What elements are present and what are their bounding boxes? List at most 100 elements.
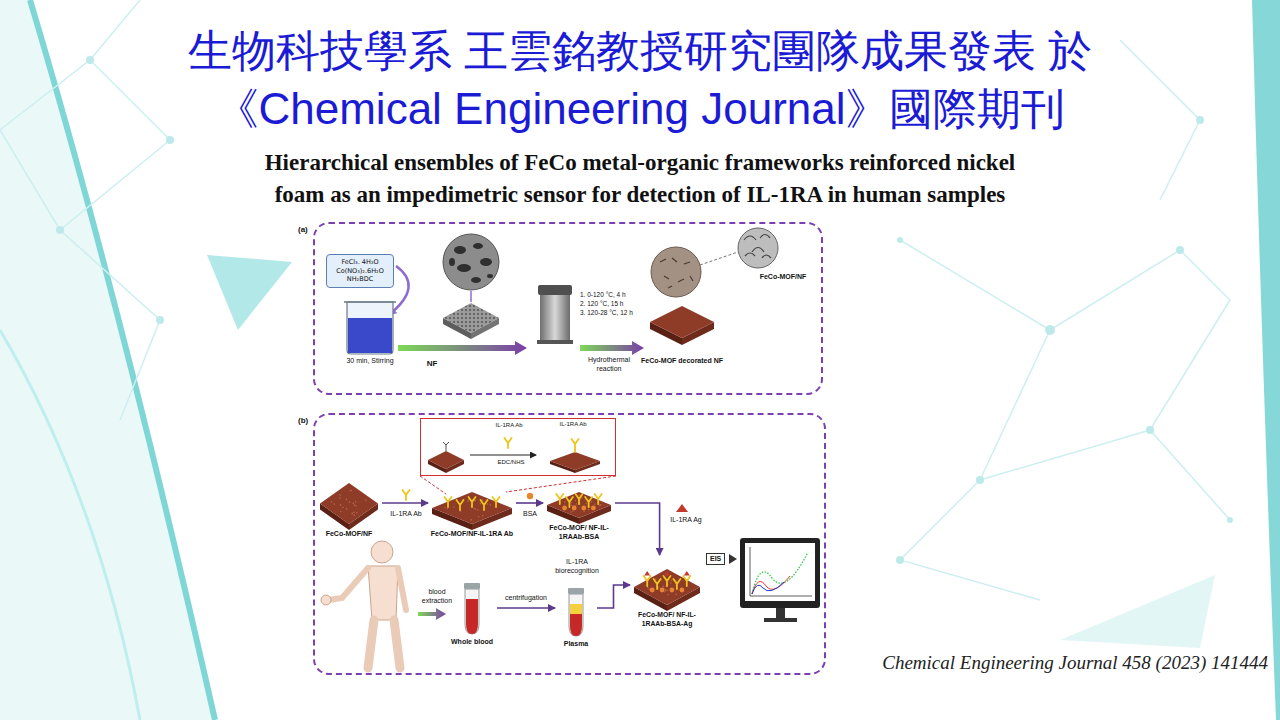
plate-texture	[482, 515, 484, 517]
plate-texture	[663, 585, 665, 587]
autoclave	[540, 295, 570, 341]
nickel-foam	[443, 303, 499, 333]
beaker	[348, 318, 392, 353]
person	[368, 620, 400, 668]
plate-texture	[346, 508, 348, 510]
citation-caption: Chemical Engineering Journal 458 (2023) …	[882, 651, 1268, 675]
plate-texture	[355, 505, 357, 507]
zoom-box: IL-1RA AbEDC/NHSIL-1RA Ab	[420, 418, 616, 476]
plate-texture	[470, 519, 472, 521]
callout-lines	[420, 476, 446, 494]
callout-lines	[420, 476, 616, 494]
slide-title: 生物科技學系 王雲銘教授研究團隊成果發表 於《Chemical Engineer…	[140, 22, 1140, 138]
plate-texture	[578, 494, 580, 496]
electrode-label: FeCo-MOF/NF-IL-1RA Ab	[428, 530, 516, 539]
tube-cap	[568, 588, 584, 594]
plate-texture	[353, 514, 355, 516]
plate-texture	[342, 507, 344, 509]
person	[321, 541, 406, 668]
teal-triangle	[207, 255, 292, 330]
reagent-box: FeCl₃. 4H₂O Co(NO₃)₂.6H₂O NH₂BDC	[326, 254, 394, 288]
plasma-fill	[570, 604, 582, 614]
network-lines	[60, 230, 160, 420]
network-dots	[166, 136, 174, 144]
antibody-icon	[457, 500, 464, 510]
network-dots	[897, 237, 903, 243]
tube-label: Whole blood	[447, 638, 497, 647]
network-dots	[86, 56, 94, 64]
sem-image	[443, 234, 499, 290]
network-lines	[90, 0, 140, 60]
plate-texture	[352, 513, 354, 515]
coupling-scheme	[550, 452, 600, 470]
network-dots	[1196, 116, 1204, 124]
plate-texture	[570, 511, 572, 513]
coupling-scheme	[572, 439, 579, 452]
plate-texture	[331, 501, 333, 503]
tube-graphic	[555, 588, 597, 640]
plate-texture	[354, 504, 356, 506]
plate-texture	[591, 501, 593, 503]
process-arrow	[398, 341, 527, 355]
coupling-scheme	[505, 438, 512, 448]
left-swoosh	[0, 0, 215, 720]
network-dots	[896, 556, 904, 564]
plate-texture	[575, 500, 577, 502]
antibody-icon	[566, 497, 573, 507]
edge-label: BSA	[517, 510, 543, 519]
plate-texture	[340, 504, 342, 506]
network-lines	[1120, 40, 1200, 200]
beaker	[344, 302, 396, 354]
connector-arrow	[382, 502, 428, 504]
person	[368, 566, 398, 620]
callout-lines	[506, 476, 616, 492]
reagent-text: IL-1RA Ab	[487, 422, 531, 429]
connector-arrow	[516, 502, 543, 504]
monitor	[745, 543, 815, 601]
electrode-graphic	[630, 555, 704, 611]
step-label: 1. 0-120 °C, 4 h	[580, 291, 650, 299]
sem-image	[471, 277, 481, 283]
electrode-label: FeCo-MOF/ NF-IL-1RAAb-BSA-Ag	[630, 611, 704, 628]
edge-label: IL-1RA Ag	[664, 516, 708, 525]
bsa-icon	[562, 506, 567, 511]
plate-texture	[655, 578, 657, 580]
reagent-icons	[527, 493, 533, 499]
plate-texture	[480, 503, 482, 505]
panel-letter: (a)	[298, 225, 308, 235]
step-label: 2. 120 °C, 15 h	[580, 300, 650, 308]
monitor	[740, 538, 820, 622]
plate-texture	[349, 501, 351, 503]
plate-texture	[671, 579, 673, 581]
bsa-icon	[650, 588, 655, 593]
sensor-electrode: FeCo-MOF/NF	[316, 480, 382, 539]
plate-texture	[581, 497, 583, 499]
tube-label: Plasma	[555, 640, 597, 649]
plate-texture	[583, 511, 585, 513]
electrode-graphic	[543, 478, 615, 524]
process-label: blood extraction	[414, 588, 460, 605]
plate-texture	[664, 591, 666, 593]
antibody-icon	[585, 497, 592, 507]
sem-image	[454, 246, 466, 254]
eis-text: EIS	[710, 555, 721, 563]
mof-decorated-foam	[738, 228, 778, 268]
sem-image	[487, 274, 493, 278]
step-label: 3. 120-28 °C, 12 h	[580, 309, 650, 317]
plate-texture	[564, 501, 566, 503]
mof-decorated-foam	[744, 235, 771, 259]
network-lines	[1150, 430, 1230, 520]
beaker	[347, 302, 393, 354]
plate-top	[634, 569, 700, 605]
antibody-icon	[576, 494, 583, 504]
bsa-icon	[670, 588, 675, 593]
plate-texture	[588, 509, 590, 511]
plate-texture	[340, 511, 342, 513]
network-dots	[1146, 426, 1154, 434]
edge-label: IL-1RA biorecognition	[546, 558, 608, 575]
antibody-icon	[556, 494, 563, 504]
plate-texture	[356, 512, 358, 514]
tube-body	[465, 589, 479, 634]
panel-letter: (b)	[298, 416, 308, 426]
plate-texture	[333, 503, 335, 505]
